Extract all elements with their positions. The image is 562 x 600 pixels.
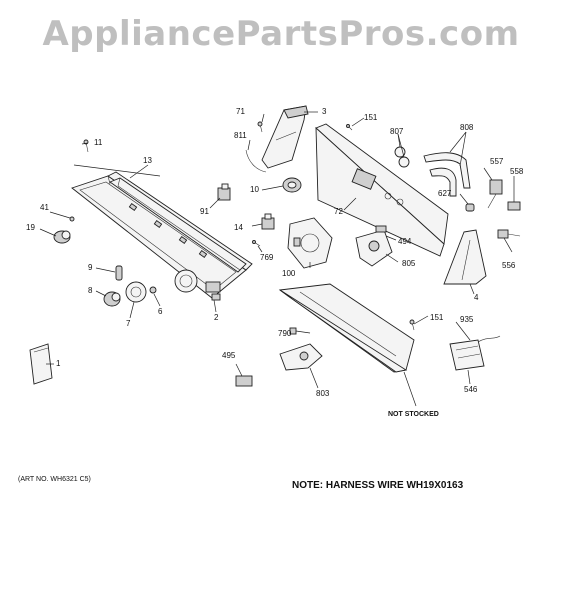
art-number: (ART NO. WH6321 C5): [18, 476, 91, 483]
bracket-3: [261, 105, 309, 169]
label-151-a: 151: [364, 113, 378, 122]
label-91: 91: [200, 207, 209, 216]
clip-627: [465, 203, 475, 212]
label-11: 11: [94, 138, 103, 147]
screw-151-a: [346, 124, 353, 131]
label-811: 811: [234, 131, 247, 140]
actuator-803: [279, 343, 323, 371]
label-100: 100: [282, 269, 296, 278]
label-495: 495: [222, 351, 236, 360]
label-808: 808: [460, 123, 474, 132]
screw-11: [83, 139, 89, 153]
manual-1: [29, 343, 53, 385]
sensor-556: [497, 229, 521, 239]
button-9: [115, 265, 123, 281]
label-6: 6: [158, 307, 163, 316]
label-3: 3: [322, 107, 327, 116]
label-9: 9: [88, 263, 93, 272]
spring-41: [69, 216, 75, 222]
label-558: 558: [510, 167, 524, 176]
valve-557: [487, 179, 503, 209]
switch-91: [217, 183, 231, 201]
label-546: 546: [464, 385, 478, 394]
backsplash-72: [315, 123, 449, 257]
hoses-808: [423, 152, 471, 197]
screw-71: [257, 121, 263, 133]
screw-769: [252, 240, 261, 247]
timer-100: [287, 217, 333, 269]
label-1: 1: [56, 359, 61, 368]
label-19: 19: [26, 223, 35, 232]
connector-495: [235, 375, 253, 387]
knob-8: [103, 291, 121, 307]
knob-19: [53, 230, 71, 244]
label-627: 627: [438, 189, 452, 198]
wire-811: [245, 149, 267, 173]
label-7: 7: [126, 319, 131, 328]
label-10: 10: [250, 185, 259, 194]
switch-14: [261, 213, 275, 230]
label-71: 71: [236, 107, 245, 116]
label-13: 13: [143, 156, 152, 165]
valve-805: [355, 225, 393, 267]
part-labels: 11 13 41 19 9 8 7 6 2 1 71 811 3 10 91 1…: [26, 107, 524, 398]
label-769: 769: [260, 253, 274, 262]
label-803: 803: [316, 389, 330, 398]
screw-151-b: [409, 319, 415, 331]
label-790: 790: [278, 329, 292, 338]
not-stocked-note: NOT STOCKED: [388, 411, 439, 418]
switch-10: [282, 177, 302, 193]
dial-7: [125, 281, 147, 303]
label-151-b: 151: [430, 313, 444, 322]
label-2: 2: [214, 313, 219, 322]
label-14: 14: [234, 223, 243, 232]
label-8: 8: [88, 286, 93, 295]
label-556: 556: [502, 261, 516, 270]
label-72: 72: [334, 207, 343, 216]
label-557: 557: [490, 157, 504, 166]
label-41: 41: [40, 203, 49, 212]
label-805: 805: [402, 259, 416, 268]
plug-558: [507, 201, 521, 211]
harness-546: [449, 335, 501, 371]
harness-note: NOTE: HARNESS WIRE WH19X0163: [292, 480, 464, 491]
leader-lines: [39, 111, 515, 407]
clip-6: [149, 286, 157, 294]
bracket-4: [443, 229, 487, 285]
watermark: AppliancePartsPros.com: [42, 14, 520, 54]
label-935: 935: [460, 315, 474, 324]
label-4: 4: [474, 293, 479, 302]
label-807: 807: [390, 127, 404, 136]
panel-frame: [109, 177, 247, 301]
tray: [278, 283, 415, 373]
label-494: 494: [398, 237, 412, 246]
